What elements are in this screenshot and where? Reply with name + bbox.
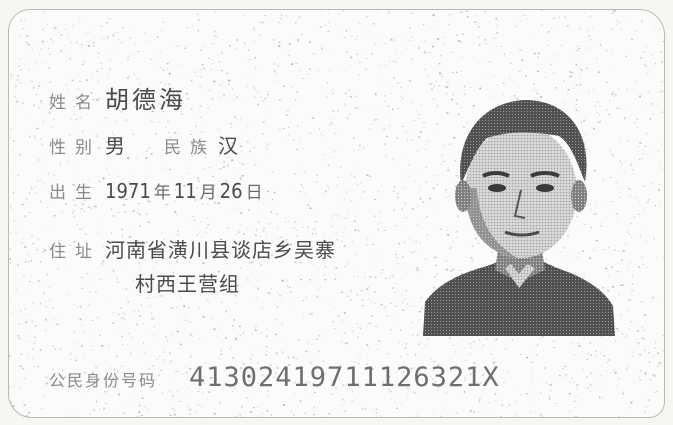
birth-day: 26	[219, 179, 243, 203]
birth-year: 1971	[105, 179, 151, 203]
name-label: 姓名	[49, 93, 101, 113]
birth-day-unit: 日	[245, 183, 263, 203]
id-card: 姓名 胡德海 性别 男 民族 汉 出生 1971 年 11 月 26 日 住址 …	[8, 9, 665, 418]
ethnicity-label: 民族	[164, 138, 216, 158]
sex-ethnicity-row: 性别 男 民族 汉	[49, 130, 239, 159]
name-row: 姓名 胡德海	[49, 80, 186, 115]
id-number-label: 公民身份号码	[49, 371, 158, 390]
address-row-2: 村西王营组	[135, 268, 240, 297]
birth-label: 出生	[49, 183, 101, 203]
sex-label: 性别	[49, 138, 101, 158]
birth-row: 出生 1971 年 11 月 26 日	[49, 178, 266, 203]
birth-month: 11	[173, 179, 197, 203]
birth-year-unit: 年	[153, 183, 171, 203]
address-label: 住址	[49, 242, 101, 262]
ethnicity-value: 汉	[218, 134, 239, 158]
id-number-row: 公民身份号码 41302419711126321X	[49, 362, 500, 393]
name-value: 胡德海	[105, 86, 186, 114]
portrait-photo	[423, 100, 615, 336]
address-line2: 村西王营组	[135, 272, 240, 296]
id-number-value: 41302419711126321X	[189, 362, 500, 393]
address-row: 住址 河南省潢川县谈店乡吴寨	[49, 234, 336, 263]
address-line1: 河南省潢川县谈店乡吴寨	[105, 238, 336, 262]
sex-value: 男	[105, 134, 126, 158]
birth-month-unit: 月	[199, 183, 217, 203]
